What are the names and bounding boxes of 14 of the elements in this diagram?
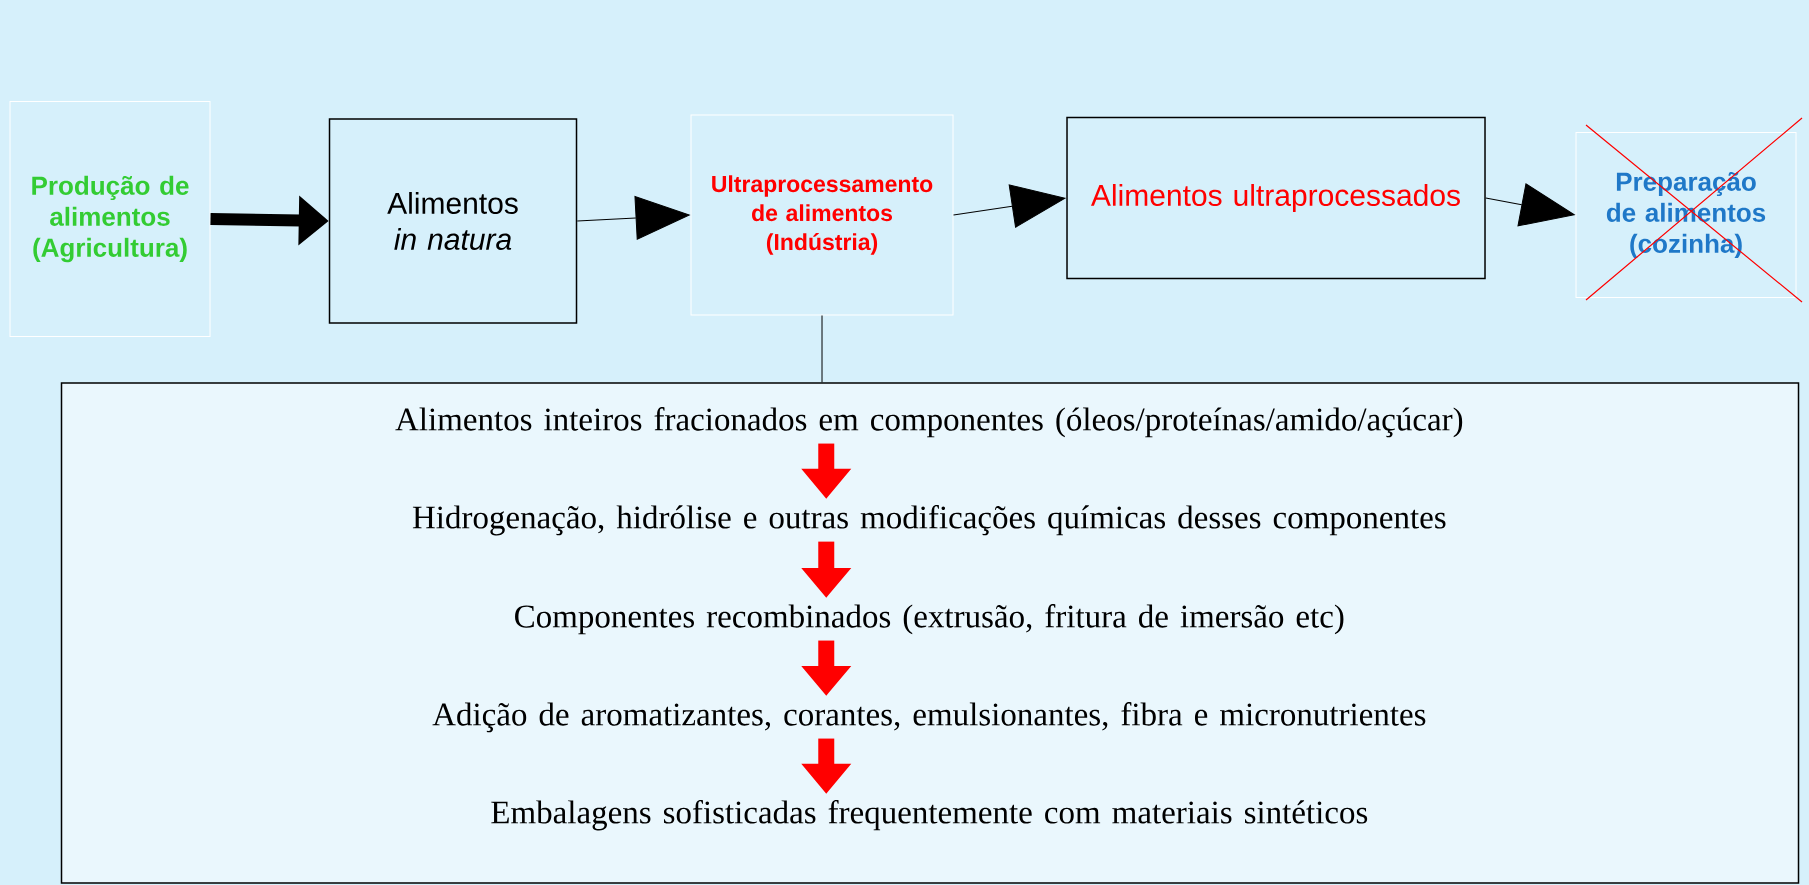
stage-box: Produção de alimentos (Agricultura) (9, 101, 211, 337)
step-text: Componentes recombinados (extrusão, fritura de imersão etc) (515, 604, 1344, 635)
step-text: Hidrogenação, hidrólise e outras modificações químicas desses componentes (412, 505, 1446, 536)
stage-box: Alimentos ultraprocessados (1066, 116, 1486, 280)
stage-box: Alimentos in natura (328, 118, 578, 324)
step-text: Alimentos inteiros fracionados em componentes (óleos/proteínas/amido/açúcar) (395, 407, 1463, 438)
connector-line (821, 315, 823, 383)
arrow (1485, 183, 1575, 227)
arrow (576, 196, 690, 240)
step-text: Embalagens sofisticadas frequentemente com materiais sintéticos (491, 800, 1368, 831)
arrow (953, 184, 1066, 228)
process-panel (60, 382, 1800, 884)
stage-box: Ultraprocessamento de alimentos (Indústria) (690, 114, 954, 316)
step-text: Adição de aromatizantes, corantes, emulsionantes, fibra e micronutrientes (432, 702, 1426, 733)
